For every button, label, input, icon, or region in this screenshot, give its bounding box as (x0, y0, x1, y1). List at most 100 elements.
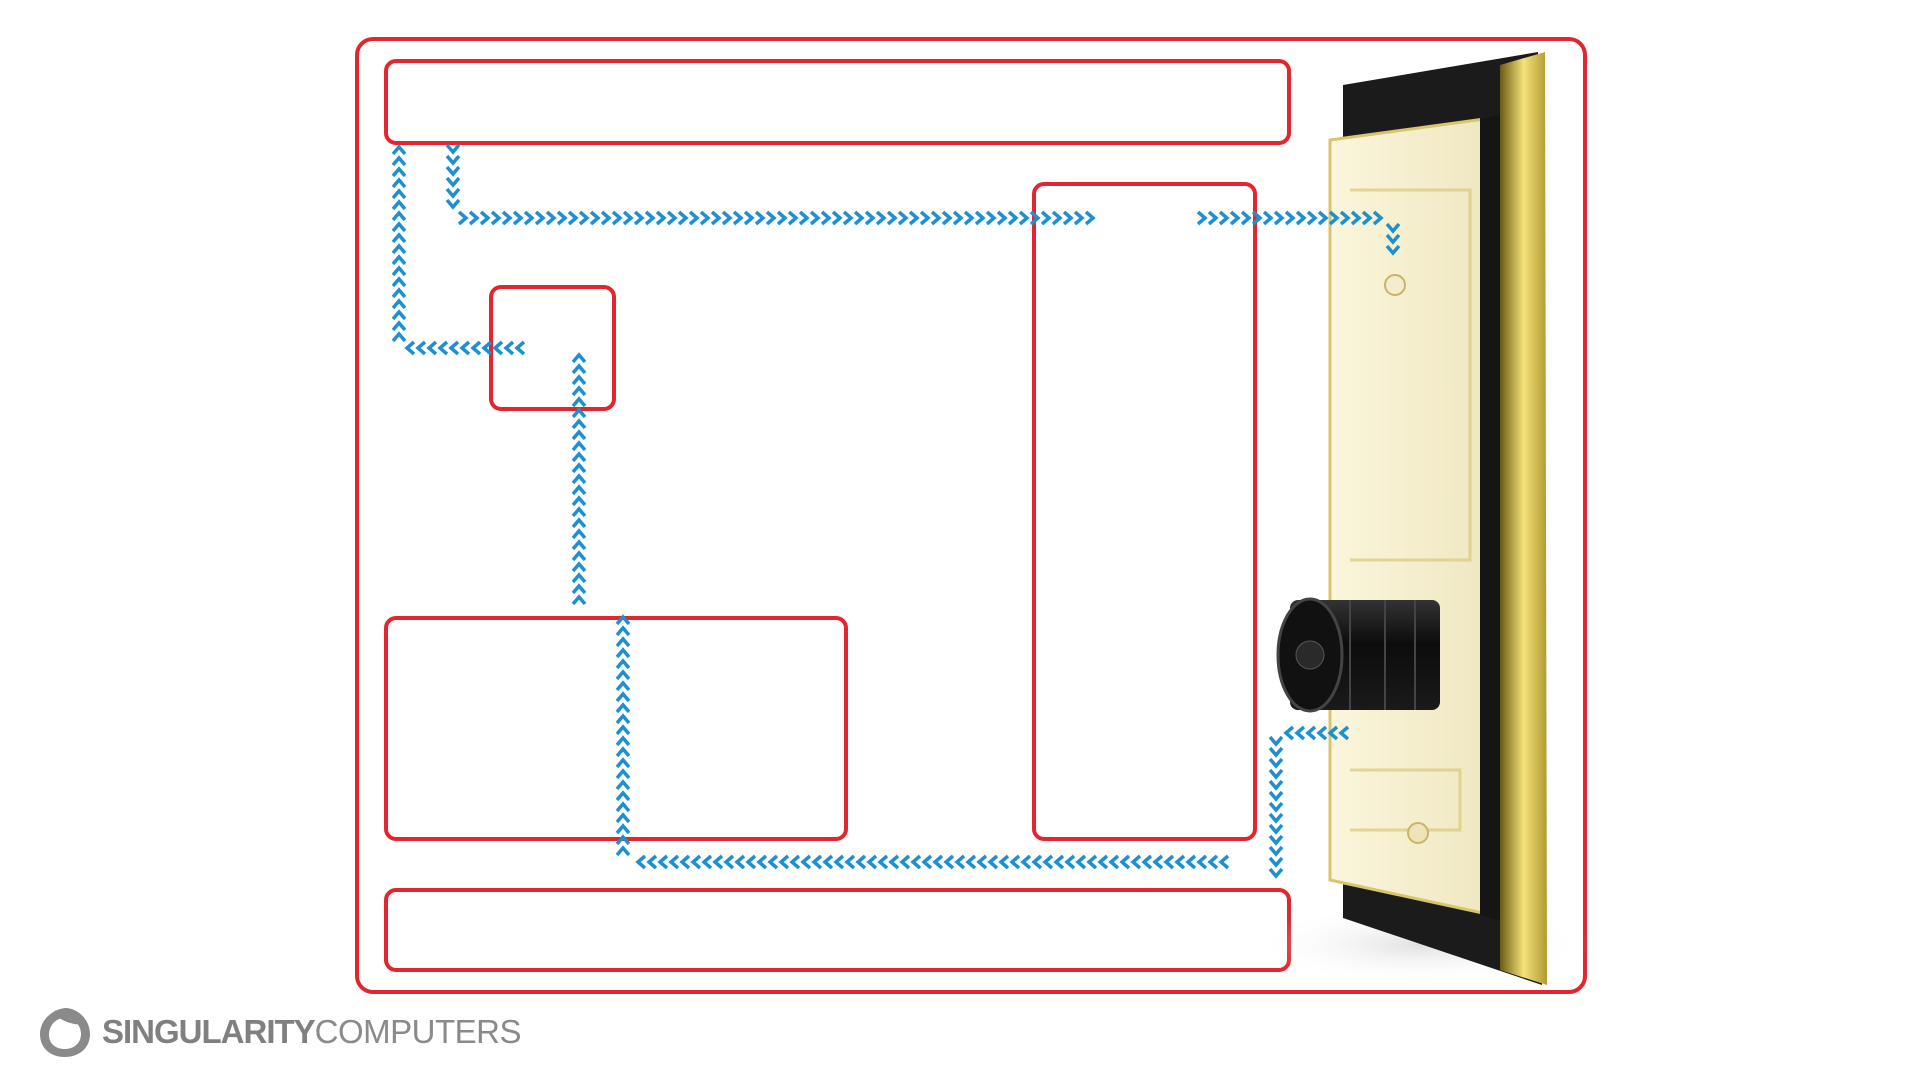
flow-chevron (655, 210, 667, 226)
flow-chevron (1119, 854, 1131, 870)
flow-chevron (571, 462, 587, 474)
flow-chevron (615, 614, 631, 626)
flow-chevron (1031, 854, 1043, 870)
flow-chevron (571, 539, 587, 551)
flow-chevron (734, 854, 746, 870)
flow-chevron (1073, 210, 1085, 226)
flow-chevron (1207, 210, 1219, 226)
flow-chevron (776, 210, 788, 226)
flow-chevron (1372, 210, 1384, 226)
flow-chevron (932, 854, 944, 870)
flow-chevron (571, 550, 587, 562)
flow-chevron (556, 210, 568, 226)
flow-chevron (1196, 854, 1208, 870)
flow-chevron (391, 210, 407, 222)
flow-chevron (567, 210, 579, 226)
flow-chevron (1338, 725, 1350, 741)
flow-chevron (677, 210, 689, 226)
flow-chevron (996, 210, 1008, 226)
flow-chevron (767, 854, 779, 870)
flow-chevron (743, 210, 755, 226)
flow-chevron (1020, 854, 1032, 870)
flow-chevron (633, 210, 645, 226)
flow-chevron (600, 210, 612, 226)
flow-chevron (1316, 725, 1328, 741)
flow-chevron (864, 210, 876, 226)
flow-chevron (534, 210, 546, 226)
flow-chevron (1317, 210, 1329, 226)
flow-chevron (391, 166, 407, 178)
flow-chevron (1327, 725, 1339, 741)
flow-chevron (404, 340, 416, 356)
flow-chevron (571, 561, 587, 573)
flow-chevron (987, 854, 999, 870)
flow-chevron (1141, 854, 1153, 870)
flow-chevron (1385, 233, 1401, 245)
flow-chevron (503, 340, 515, 356)
flow-chevron (615, 669, 631, 681)
flow-chevron (1268, 735, 1284, 747)
flow-chevron (571, 517, 587, 529)
flow-chevron (1018, 210, 1030, 226)
flow-chevron (571, 451, 587, 463)
flow-chevron (897, 210, 909, 226)
flow-chevron (1385, 244, 1401, 256)
flow-chevron (853, 210, 865, 226)
flow-chevron (1086, 854, 1098, 870)
flow-chevron (688, 210, 700, 226)
flow-chevron (481, 340, 493, 356)
logo-brand-light: COMPUTERS (314, 1013, 522, 1050)
flow-chevron (615, 768, 631, 780)
top-radiator-zone (384, 59, 1291, 145)
flow-chevron (445, 187, 461, 199)
flow-chevron (985, 210, 997, 226)
flow-chevron (1075, 854, 1087, 870)
flow-chevron (798, 210, 810, 226)
flow-chevron (756, 854, 768, 870)
flow-chevron (571, 572, 587, 584)
flow-chevron (1268, 823, 1284, 835)
flow-chevron (1268, 856, 1284, 868)
flow-chevron (470, 340, 482, 356)
flow-chevron (921, 854, 933, 870)
flow-chevron (1306, 210, 1318, 226)
flow-chevron (615, 746, 631, 758)
flow-chevron (445, 165, 461, 177)
flow-chevron (571, 407, 587, 419)
flow-chevron (1207, 854, 1219, 870)
flow-chevron (615, 724, 631, 736)
flow-chevron (571, 440, 587, 452)
flow-chevron (391, 298, 407, 310)
flow-chevron (699, 210, 711, 226)
flow-chevron (391, 188, 407, 200)
flow-chevron (1305, 725, 1317, 741)
flow-chevron (571, 429, 587, 441)
flow-chevron (712, 854, 724, 870)
flow-chevron (732, 210, 744, 226)
flow-chevron (778, 854, 790, 870)
flow-chevron (514, 340, 526, 356)
flow-chevron (1218, 210, 1230, 226)
flow-chevron (615, 845, 631, 857)
logo-brand-bold: SINGULARITY (102, 1013, 316, 1050)
flow-chevron (679, 854, 691, 870)
flow-chevron (831, 210, 843, 226)
flow-chevron (1053, 854, 1065, 870)
flow-chevron (954, 854, 966, 870)
flow-chevron (701, 854, 713, 870)
flow-chevron (820, 210, 832, 226)
flow-chevron (754, 210, 766, 226)
flow-chevron (765, 210, 777, 226)
flow-chevron (445, 176, 461, 188)
flow-chevron (578, 210, 590, 226)
flow-chevron (723, 854, 735, 870)
flow-chevron (571, 396, 587, 408)
flow-chevron (941, 210, 953, 226)
flow-chevron (391, 287, 407, 299)
flow-chevron (888, 854, 900, 870)
gpu-block-zone (384, 616, 848, 841)
flow-chevron (1064, 854, 1076, 870)
flow-chevron (787, 210, 799, 226)
